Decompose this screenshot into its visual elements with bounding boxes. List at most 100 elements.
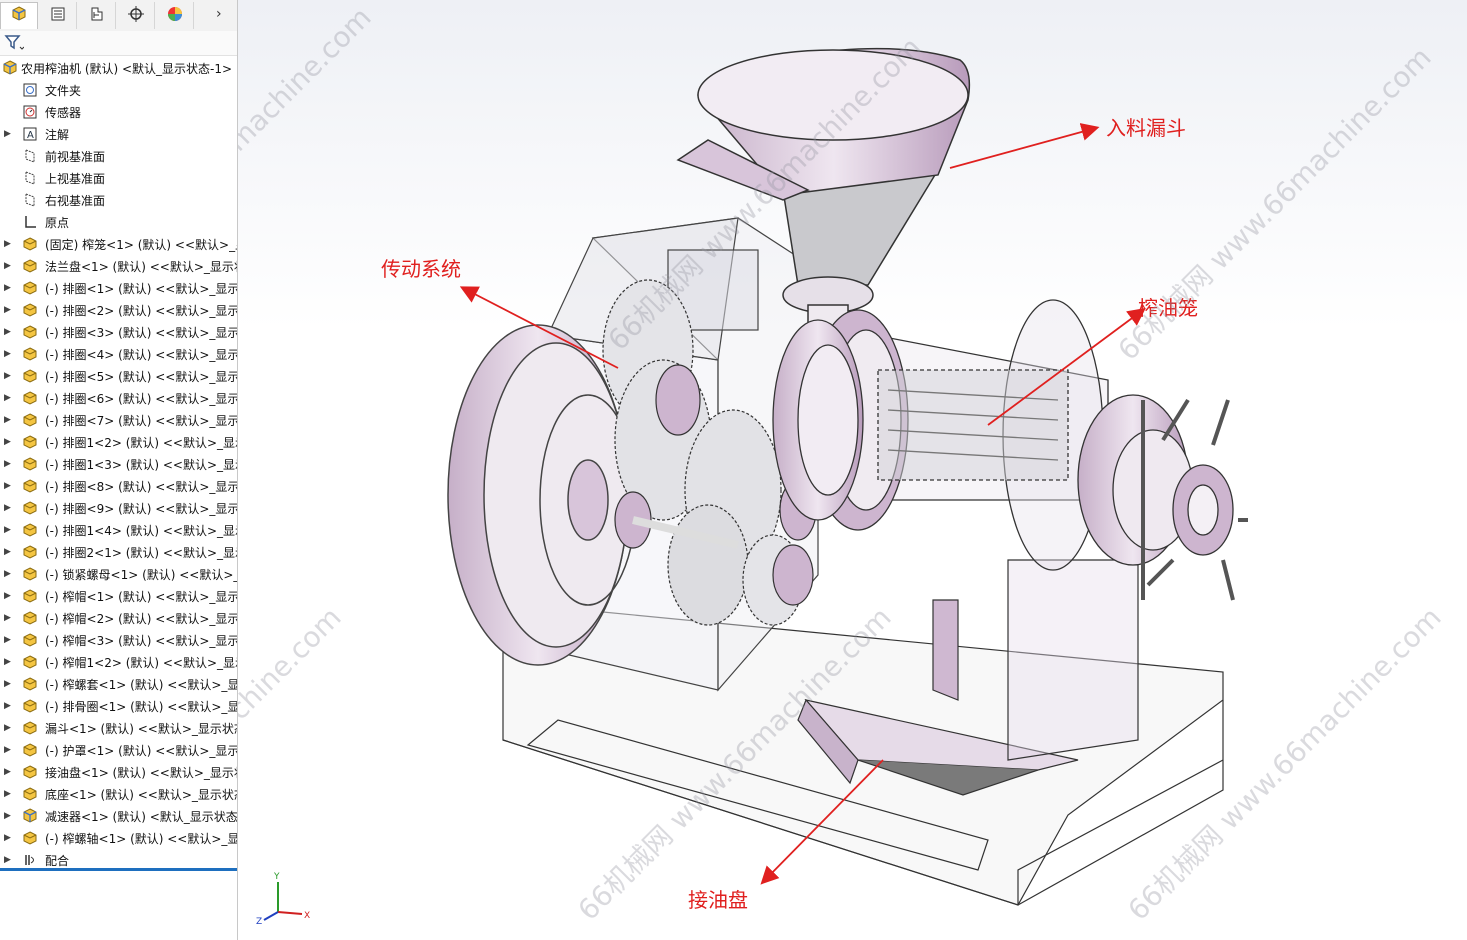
tree-item[interactable]: ▶(-) 排圈<2> (默认) <<默认>_显示状 xyxy=(0,299,237,321)
expand-arrow-icon[interactable]: ▶ xyxy=(4,283,11,293)
expand-arrow-icon[interactable]: ▶ xyxy=(4,305,11,315)
part-icon xyxy=(22,302,38,318)
filter-icon[interactable] xyxy=(4,34,25,56)
tree-item[interactable]: ▶ 配合 xyxy=(0,849,237,871)
part-icon xyxy=(22,412,38,428)
tree-item-label: (-) 排圈<1> (默认) <<默认>_显示状 xyxy=(45,281,238,296)
tree-item[interactable]: ▶(-) 排圈2<1> (默认) <<默认>_显示 xyxy=(0,541,237,563)
tree-item[interactable]: 传感器 xyxy=(0,101,237,123)
expand-arrow-icon[interactable]: ▶ xyxy=(4,503,11,513)
tree-item-label: (-) 榨螺轴<1> (默认) <<默认>_显示 xyxy=(45,831,238,846)
tree-item[interactable]: ▶(-) 护罩<1> (默认) <<默认>_显示状 xyxy=(0,739,237,761)
tree-item-label: (-) 锁紧螺母<1> (默认) <<默认>_显 xyxy=(45,567,238,582)
tray-arrow xyxy=(760,759,884,885)
tree-item[interactable]: ▶(-) 排圈<7> (默认) <<默认>_显示状 xyxy=(0,409,237,431)
plane-icon xyxy=(22,192,38,208)
tree-item[interactable]: ▶ 漏斗<1> (默认) <<默认>_显示状态 xyxy=(0,717,237,739)
tree-item[interactable]: ▶ (-) 榨螺轴<1> (默认) <<默认>_显示 xyxy=(0,827,237,849)
tree-item-label: (-) 榨帽1<2> (默认) <<默认>_显示 xyxy=(45,655,238,670)
tree-item[interactable]: ▶ (-) 锁紧螺母<1> (默认) <<默认>_显 xyxy=(0,563,237,585)
tree-item-label: 右视基准面 xyxy=(45,193,106,208)
tree-item-label: (-) 榨帽<3> (默认) <<默认>_显示状 xyxy=(45,633,238,648)
svg-text:A: A xyxy=(27,130,34,141)
expand-arrow-icon[interactable]: ▶ xyxy=(4,679,11,689)
tree-item[interactable]: ▶(-) 排圈1<2> (默认) <<默认>_显示 xyxy=(0,431,237,453)
tree-item[interactable]: ▶底座<1> (默认) <<默认>_显示状态 xyxy=(0,783,237,805)
tree-item[interactable]: ▶ (-) 排圈<1> (默认) <<默认>_显示状 xyxy=(0,277,237,299)
callout-oil-tray: 接油盘 xyxy=(688,888,748,912)
expand-arrow-icon[interactable]: ▶ xyxy=(4,327,11,337)
drive-arrow xyxy=(459,286,619,369)
expand-arrow-icon[interactable]: ▶ xyxy=(4,261,11,271)
expand-arrow-icon[interactable]: ▶ xyxy=(4,415,11,425)
tree-item[interactable]: ▶(-) 排骨圈<1> (默认) <<默认>_显示 xyxy=(0,695,237,717)
oil-press-model[interactable]: Y X Z xyxy=(238,0,1467,940)
expand-arrow-icon[interactable]: ▶ xyxy=(4,657,11,667)
expand-arrow-icon[interactable]: ▶ xyxy=(4,789,11,799)
tree-item[interactable]: ▶(-) 榨帽<1> (默认) <<默认>_显示状 xyxy=(0,585,237,607)
tree-item-label: (-) 排圈<9> (默认) <<默认>_显示状 xyxy=(45,501,238,516)
expand-arrow-icon[interactable]: ▶ xyxy=(4,569,11,579)
tree-item[interactable]: ▶(固定) 榨笼<1> (默认) <<默认>_显 xyxy=(0,233,237,255)
tree-item[interactable]: 右视基准面 xyxy=(0,189,237,211)
tree-item[interactable]: ▶ (-) 排圈<9> (默认) <<默认>_显示状 xyxy=(0,497,237,519)
expand-arrow-icon[interactable]: ▶ xyxy=(4,745,11,755)
part-icon xyxy=(22,368,38,384)
tree-item[interactable]: 原点 xyxy=(0,211,237,233)
tree-root[interactable]: 农用榨油机 (默认) <默认_显示状态-1> xyxy=(0,57,237,79)
expand-arrow-icon[interactable]: ▶ xyxy=(4,481,11,491)
tree-item[interactable]: ▶(-) 榨螺套<1> (默认) <<默认>_显 xyxy=(0,673,237,695)
tree-item[interactable]: ▶减速器<1> (默认) <默认_显示状态- xyxy=(0,805,237,827)
tree-item[interactable]: ▶(-) 排圈<4> (默认) <<默认>_显示状 xyxy=(0,343,237,365)
tree-item[interactable]: ▶(-) 排圈<8> (默认) <<默认>_显示状 xyxy=(0,475,237,497)
expand-arrow-icon[interactable]: ▶ xyxy=(4,239,11,249)
expand-arrow-icon[interactable]: ▶ xyxy=(4,547,11,557)
expand-arrow-icon[interactable]: ▶ xyxy=(4,635,11,645)
expand-arrow-icon[interactable]: ▶ xyxy=(4,855,11,865)
tree-item[interactable]: 上视基准面 xyxy=(0,167,237,189)
tree-item[interactable]: ▶ (-) 排圈<3> (默认) <<默认>_显示状 xyxy=(0,321,237,343)
assembly-icon xyxy=(2,60,18,76)
property-manager-tab[interactable] xyxy=(39,2,77,29)
tree-item[interactable]: ▶(-) 排圈1<3> (默认) <<默认>_显示 xyxy=(0,453,237,475)
expand-arrow-icon[interactable]: ▶ xyxy=(4,525,11,535)
manager-tabs: › xyxy=(0,0,237,32)
part-icon xyxy=(22,720,38,736)
configuration-manager-tab[interactable] xyxy=(78,2,116,29)
tree-item[interactable]: ▶法兰盘<1> (默认) <<默认>_显示状 xyxy=(0,255,237,277)
tree-item-label: 配合 xyxy=(45,853,70,868)
expand-arrow-icon[interactable]: ▶ xyxy=(4,591,11,601)
tree-item[interactable]: ▶接油盘<1> (默认) <<默认>_显示状 xyxy=(0,761,237,783)
feature-manager-tab[interactable] xyxy=(0,2,38,29)
expand-arrow-icon[interactable]: ▶ xyxy=(4,613,11,623)
tree-item[interactable]: ▶(-) 排圈<5> (默认) <<默认>_显示状 xyxy=(0,365,237,387)
tree-item[interactable]: ▶ (-) 榨帽<2> (默认) <<默认>_显示状 xyxy=(0,607,237,629)
chevron-right-icon[interactable]: › xyxy=(216,6,222,22)
tree-item-label: (-) 排圈<3> (默认) <<默认>_显示状 xyxy=(45,325,238,340)
expand-arrow-icon[interactable]: ▶ xyxy=(4,833,11,843)
tree-item[interactable]: ▶(-) 排圈1<4> (默认) <<默认>_显示 xyxy=(0,519,237,541)
expand-arrow-icon[interactable]: ▶ xyxy=(4,349,11,359)
expand-arrow-icon[interactable]: ▶ xyxy=(4,129,11,139)
tree-item-label: (-) 榨帽<2> (默认) <<默认>_显示状 xyxy=(45,611,238,626)
expand-arrow-icon[interactable]: ▶ xyxy=(4,371,11,381)
expand-arrow-icon[interactable]: ▶ xyxy=(4,459,11,469)
tree-item[interactable]: ▶ (-) 榨帽<3> (默认) <<默认>_显示状 xyxy=(0,629,237,651)
tree-item[interactable]: 前视基准面 xyxy=(0,145,237,167)
expand-arrow-icon[interactable]: ▶ xyxy=(4,393,11,403)
tree-item[interactable]: ▶(-) 排圈<6> (默认) <<默认>_显示状 xyxy=(0,387,237,409)
dimxpert-tab[interactable] xyxy=(117,2,155,29)
sensor-icon xyxy=(22,104,38,120)
coordinate-triad xyxy=(263,882,303,921)
expand-arrow-icon[interactable]: ▶ xyxy=(4,437,11,447)
expand-arrow-icon[interactable]: ▶ xyxy=(4,811,11,821)
tree-item-label: 漏斗<1> (默认) <<默认>_显示状态 xyxy=(45,721,238,736)
expand-arrow-icon[interactable]: ▶ xyxy=(4,767,11,777)
graphics-area[interactable]: Y X Z 入料漏斗 传动系统 榨油笼 接油盘 66机械网 www.66mach… xyxy=(238,0,1467,940)
expand-arrow-icon[interactable]: ▶ xyxy=(4,723,11,733)
tree-item[interactable]: ▶ (-) 榨帽1<2> (默认) <<默认>_显示 xyxy=(0,651,237,673)
tree-item[interactable]: 文件夹 xyxy=(0,79,237,101)
expand-arrow-icon[interactable]: ▶ xyxy=(4,701,11,711)
display-manager-tab[interactable] xyxy=(156,2,194,29)
